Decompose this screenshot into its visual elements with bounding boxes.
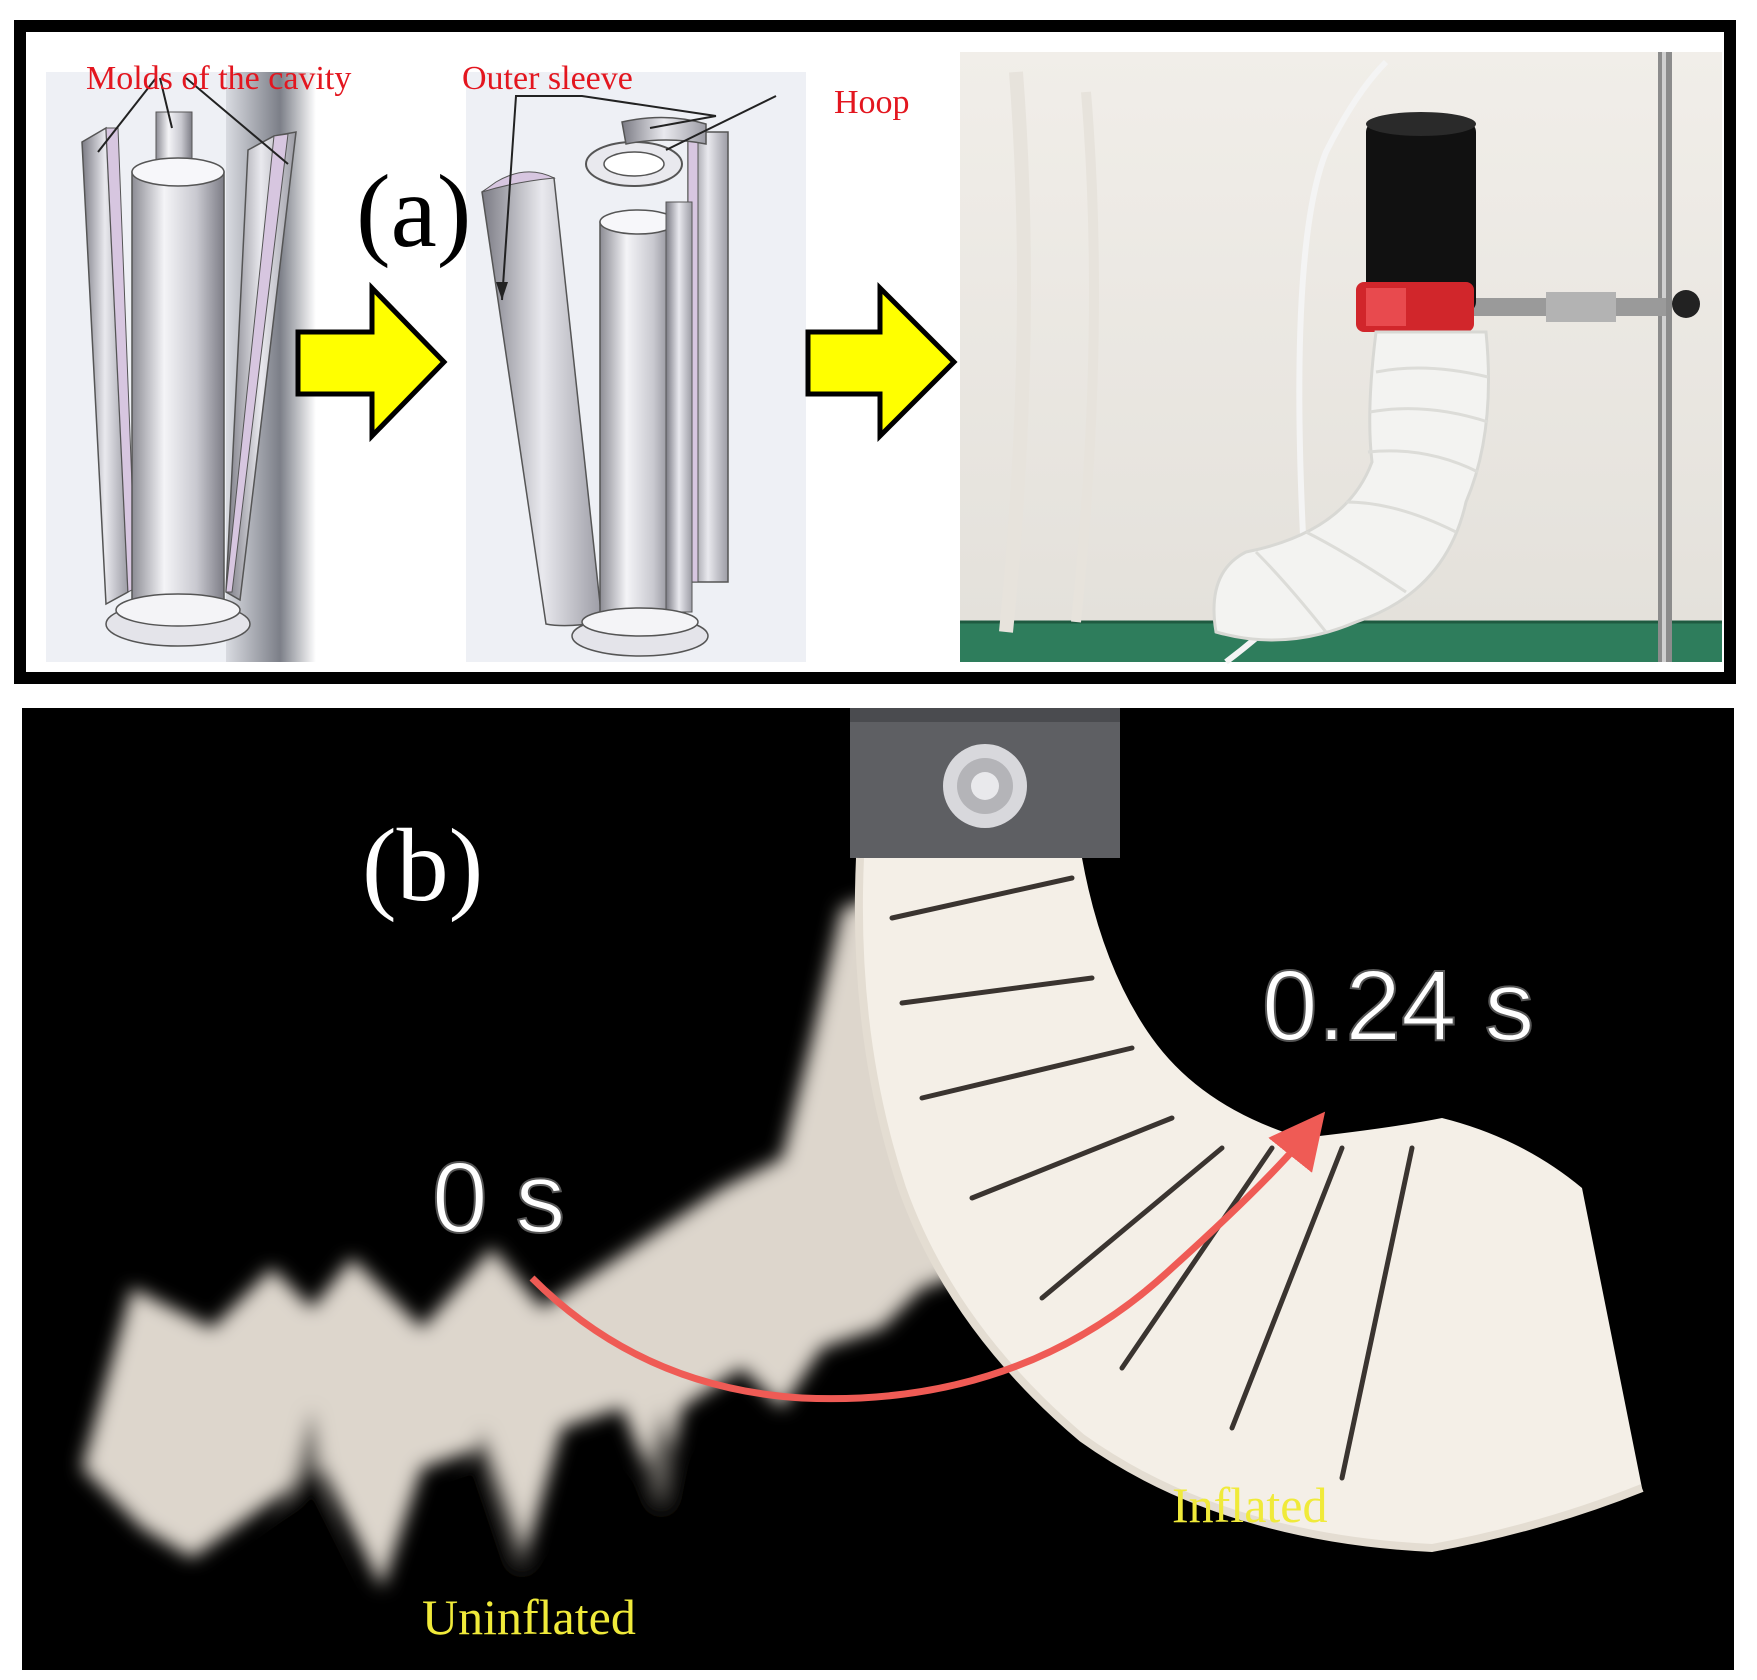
label-molds-of-the-cavity: Molds of the cavity xyxy=(86,60,352,97)
hoop xyxy=(585,116,707,187)
actuator-uninflated xyxy=(82,888,1022,1588)
panel-a: Molds of the cavity Outer sleeve Hoop (a… xyxy=(14,20,1736,684)
sleeve-leader-lines xyxy=(501,95,777,301)
photo-actuator xyxy=(960,52,1722,665)
mold-core xyxy=(131,157,225,603)
core-2 xyxy=(599,201,693,613)
outer-sleeve xyxy=(481,171,603,627)
time-start-label: 0 s xyxy=(431,1142,566,1254)
motion-arrow xyxy=(529,1111,1326,1403)
state-start-label: Uninflated xyxy=(422,1589,636,1645)
label-outer-sleeve: Outer sleeve xyxy=(462,60,633,97)
mold-right xyxy=(225,131,297,602)
yellow-arrow-1 xyxy=(295,281,448,443)
mold-left xyxy=(81,126,137,606)
time-end-label: 0.24 s xyxy=(1261,950,1535,1062)
panel-b: (b) 0 s 0.24 s Uninflated Inflated xyxy=(22,708,1734,1670)
panel-b-illustration xyxy=(82,708,1644,1588)
mold-base xyxy=(105,593,251,647)
base-2 xyxy=(571,607,709,657)
panel-b-letter: (b) xyxy=(362,808,484,923)
mount-block xyxy=(850,708,1120,858)
molds-leader-lines xyxy=(97,77,289,165)
yellow-arrow-2 xyxy=(805,281,958,443)
sleeve-arrowhead xyxy=(496,282,508,300)
sleeve-right xyxy=(687,131,729,583)
panel-a-letter: (a) xyxy=(356,154,472,269)
panel-a-illustration xyxy=(46,52,1722,665)
state-end-label: Inflated xyxy=(1172,1477,1328,1533)
actuator-inflated xyxy=(854,857,1644,1553)
label-hoop: Hoop xyxy=(834,84,910,121)
